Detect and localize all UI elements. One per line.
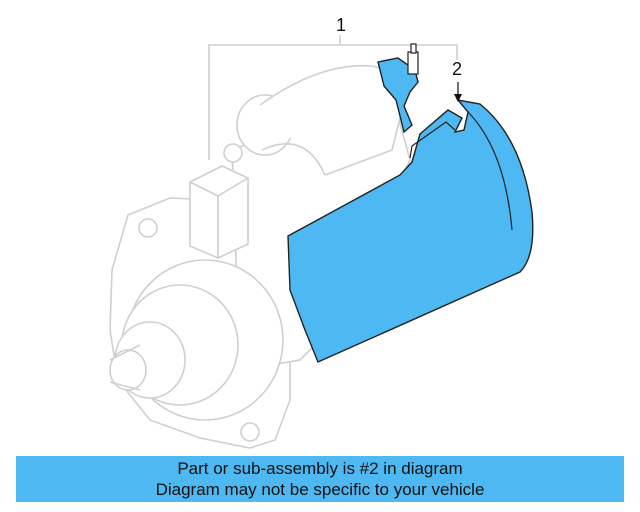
terminal-block <box>189 143 249 259</box>
callout-1-leader <box>208 35 458 160</box>
banner-line-1: Part or sub-assembly is #2 in diagram <box>177 459 463 478</box>
part-2-motor-housing <box>287 98 534 363</box>
starter-motor-diagram <box>109 35 534 449</box>
callout-2-label: 2 <box>452 59 463 79</box>
info-banner: Part or sub-assembly is #2 in diagram Di… <box>16 456 624 502</box>
banner-line-2: Diagram may not be specific to your vehi… <box>155 480 485 499</box>
callout-2-arrow <box>454 82 462 102</box>
part-2-connector <box>377 43 419 134</box>
drive-pinion <box>109 259 284 421</box>
callout-1-label: 1 <box>336 15 347 35</box>
